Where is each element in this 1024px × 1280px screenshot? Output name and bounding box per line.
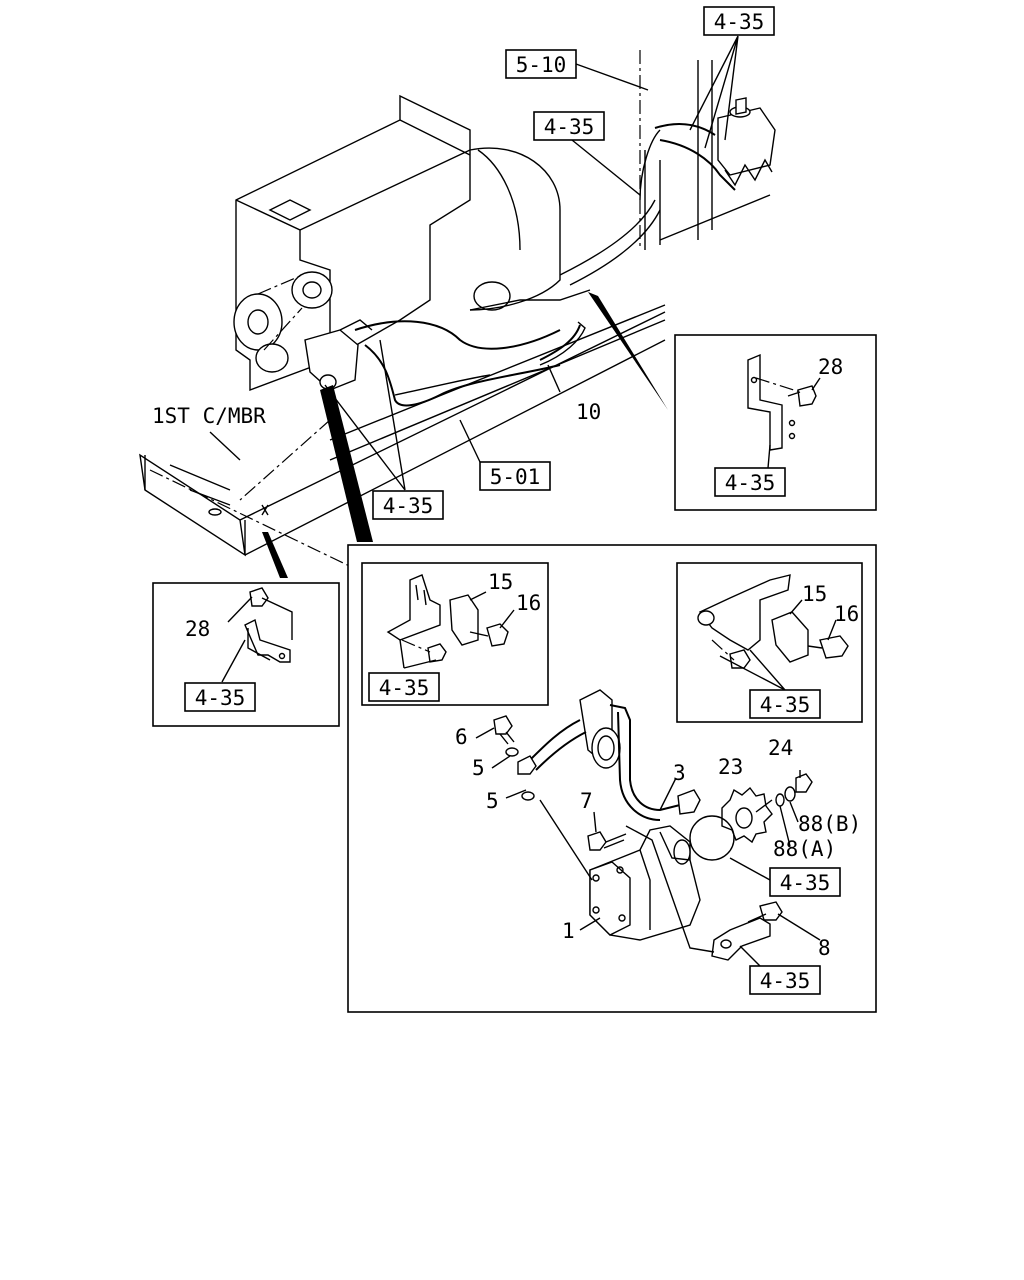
detail-leader-lines [475, 727, 821, 969]
ref-5-01: 5-01 [490, 465, 541, 489]
ref-5-10: 5-10 [516, 53, 567, 77]
label-part-15-b: 15 [802, 582, 827, 606]
reference-boxes: 4-35 5-10 4-35 4-35 5-01 4-35 4-35 4-35 … [184, 6, 841, 995]
callout-wedge-right [588, 292, 668, 410]
label-part-16-b: 16 [834, 602, 859, 626]
ref-4-35-mid: 4-35 [383, 494, 434, 518]
label-part-88b: 88(B) [798, 812, 861, 836]
label-part-5-b: 5 [486, 789, 499, 813]
label-part-28-left: 28 [185, 617, 210, 641]
ref-4-35-gear: 4-35 [780, 871, 831, 895]
label-part-5-a: 5 [472, 756, 485, 780]
label-part-3: 3 [673, 761, 686, 785]
engine-assembly-illustration [139, 50, 776, 601]
label-part-16-a: 16 [516, 591, 541, 615]
label-part-28-right: 28 [818, 355, 843, 379]
label-part-6: 6 [455, 725, 468, 749]
ref-4-35-bracket: 4-35 [760, 969, 811, 993]
ref-4-35-right-inset: 4-35 [725, 471, 776, 495]
label-crossmember: 1ST C/MBR [152, 404, 266, 428]
label-part-10: 10 [576, 400, 601, 424]
upper-leader-lines [209, 35, 739, 491]
label-part-8: 8 [818, 936, 831, 960]
label-part-7: 7 [580, 789, 593, 813]
label-part-23: 23 [718, 755, 743, 779]
label-part-15-a: 15 [488, 570, 513, 594]
ref-4-35-upper: 4-35 [544, 115, 595, 139]
pump-detail-illustration [493, 689, 813, 961]
ref-4-35-left-inset: 4-35 [195, 686, 246, 710]
ref-4-35-inset-b: 4-35 [760, 693, 811, 717]
ref-top-right: 4-35 [714, 10, 765, 34]
label-part-24: 24 [768, 736, 793, 760]
label-part-88a: 88(A) [773, 837, 836, 861]
callout-wedge-left [262, 532, 288, 578]
ref-4-35-inset-a: 4-35 [379, 676, 430, 700]
label-part-1: 1 [562, 919, 575, 943]
callout-wedge-center [320, 385, 373, 542]
part-number-labels: 1ST C/MBR 28 10 28 15 16 15 16 6 5 5 3 2… [152, 355, 861, 960]
